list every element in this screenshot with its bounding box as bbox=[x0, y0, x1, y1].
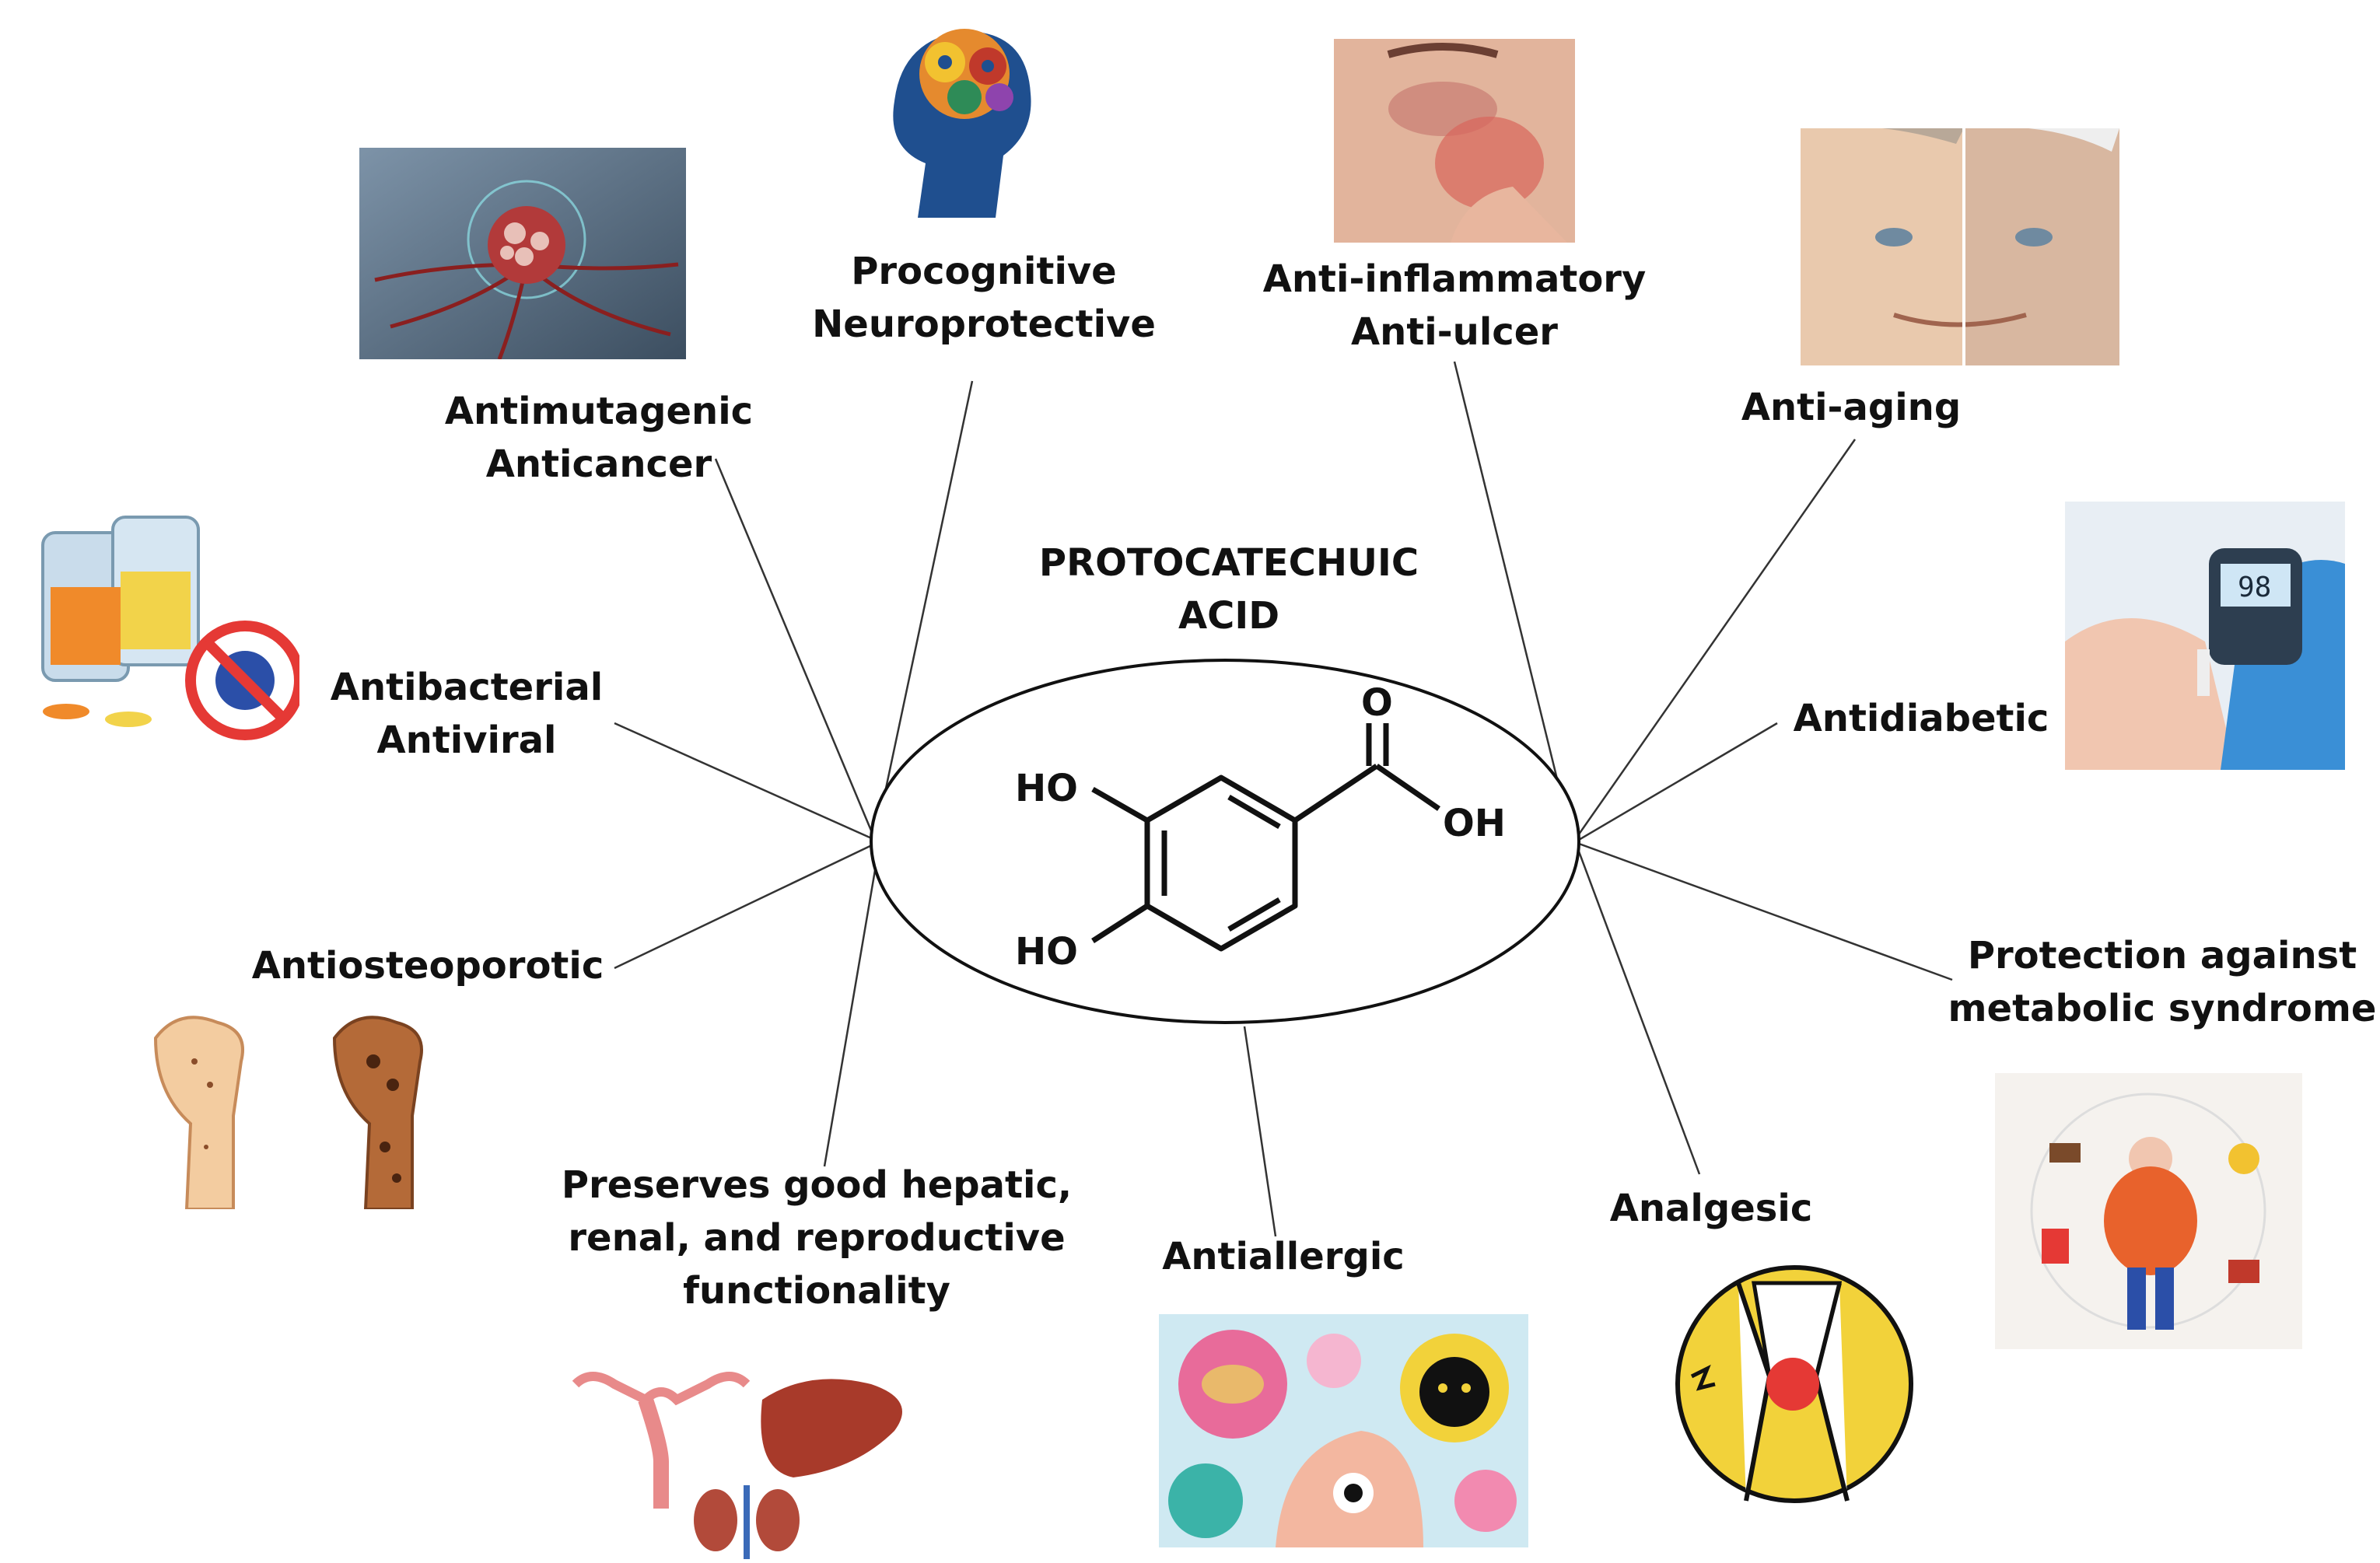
compound-title: PROTOCATECHUIC ACID bbox=[918, 537, 1540, 642]
label-line: Antibacterial bbox=[330, 666, 604, 709]
connector-hepatic bbox=[823, 847, 880, 1167]
connector-analgesic bbox=[1577, 851, 1701, 1175]
label-antimutagenic: Antimutagenic Anticancer bbox=[404, 385, 793, 491]
label-hepatic: Preserves good hepatic, renal, and repro… bbox=[560, 1159, 1073, 1317]
label-antidiabetic: Antidiabetic bbox=[1781, 692, 2061, 745]
glucometer-reading: 98 bbox=[2238, 572, 2271, 603]
label-line: Antimutagenic bbox=[444, 390, 754, 433]
label-line: Antiosteoporotic bbox=[251, 944, 604, 988]
title-line-2: ACID bbox=[1178, 594, 1280, 638]
molecule-ellipse bbox=[870, 659, 1580, 1024]
allergy-image bbox=[1159, 1314, 1528, 1547]
label-antiosteoporotic: Antiosteoporotic bbox=[249, 939, 607, 992]
atom-carbonyl-oxygen: O bbox=[1361, 681, 1393, 725]
label-line: Procognitive bbox=[851, 250, 1117, 293]
connector-antiosteoporotic bbox=[614, 842, 876, 970]
label-line: renal, and reproductive bbox=[568, 1216, 1066, 1260]
glucometer-image: 98 bbox=[2065, 502, 2345, 770]
connector-antidiabetic bbox=[1578, 722, 1778, 841]
title-line-1: PROTOCATECHUIC bbox=[1038, 541, 1419, 585]
atom-acid-hydroxyl: OH bbox=[1443, 802, 1506, 845]
label-analgesic: Analgesic bbox=[1587, 1182, 1836, 1235]
label-line: Analgesic bbox=[1609, 1187, 1813, 1230]
label-line: Anti-aging bbox=[1741, 386, 1962, 429]
label-line: Antidiabetic bbox=[1793, 697, 2049, 740]
metabolic-syndrome-image bbox=[1995, 1073, 2302, 1349]
label-line: Neuroprotective bbox=[812, 302, 1156, 346]
label-line: Anticancer bbox=[485, 442, 712, 486]
label-procognitive: Procognitive Neuroprotective bbox=[793, 245, 1174, 351]
label-line: Antiallergic bbox=[1162, 1235, 1405, 1278]
connector-antiallergic bbox=[1243, 1026, 1277, 1237]
brain-gears-image bbox=[871, 8, 1050, 226]
connector-procognitive bbox=[873, 380, 974, 841]
bones-image bbox=[148, 1007, 482, 1209]
label-metabolic: Protection against metabolic syndrome bbox=[1944, 929, 2380, 1035]
organs-image bbox=[560, 1353, 926, 1559]
knee-pain-image bbox=[1661, 1260, 1929, 1509]
label-line: Anti-ulcer bbox=[1351, 310, 1558, 354]
atom-hydroxyl-bottom: HO bbox=[1015, 930, 1078, 974]
label-antiallergic: Antiallergic bbox=[1151, 1230, 1416, 1283]
connector-antimutagenic bbox=[714, 458, 877, 841]
pills-virus-image bbox=[19, 502, 299, 758]
connector-anti-aging bbox=[1573, 439, 1857, 841]
label-line: Antiviral bbox=[376, 719, 557, 762]
benzene-ring bbox=[1091, 723, 1440, 952]
label-line: functionality bbox=[683, 1269, 950, 1313]
inflamed-face-image bbox=[1334, 39, 1575, 243]
connector-anti-inflammatory bbox=[1453, 361, 1573, 837]
label-anti-aging: Anti-aging bbox=[1727, 381, 1976, 434]
label-line: Preserves good hepatic, bbox=[561, 1163, 1073, 1207]
label-line: metabolic syndrome bbox=[1948, 987, 2377, 1030]
connector-antibacterial bbox=[614, 722, 876, 841]
connector-metabolic bbox=[1578, 842, 1953, 981]
label-antibacterial: Antibacterial Antiviral bbox=[311, 661, 622, 767]
label-anti-inflammatory: Anti-inflammatory Anti-ulcer bbox=[1252, 253, 1657, 358]
label-line: Protection against bbox=[1967, 934, 2357, 977]
cancer-cell-image bbox=[359, 148, 686, 359]
label-line: Anti-inflammatory bbox=[1262, 257, 1647, 301]
aging-face-image bbox=[1801, 128, 2119, 365]
atom-hydroxyl-top: HO bbox=[1015, 767, 1078, 810]
